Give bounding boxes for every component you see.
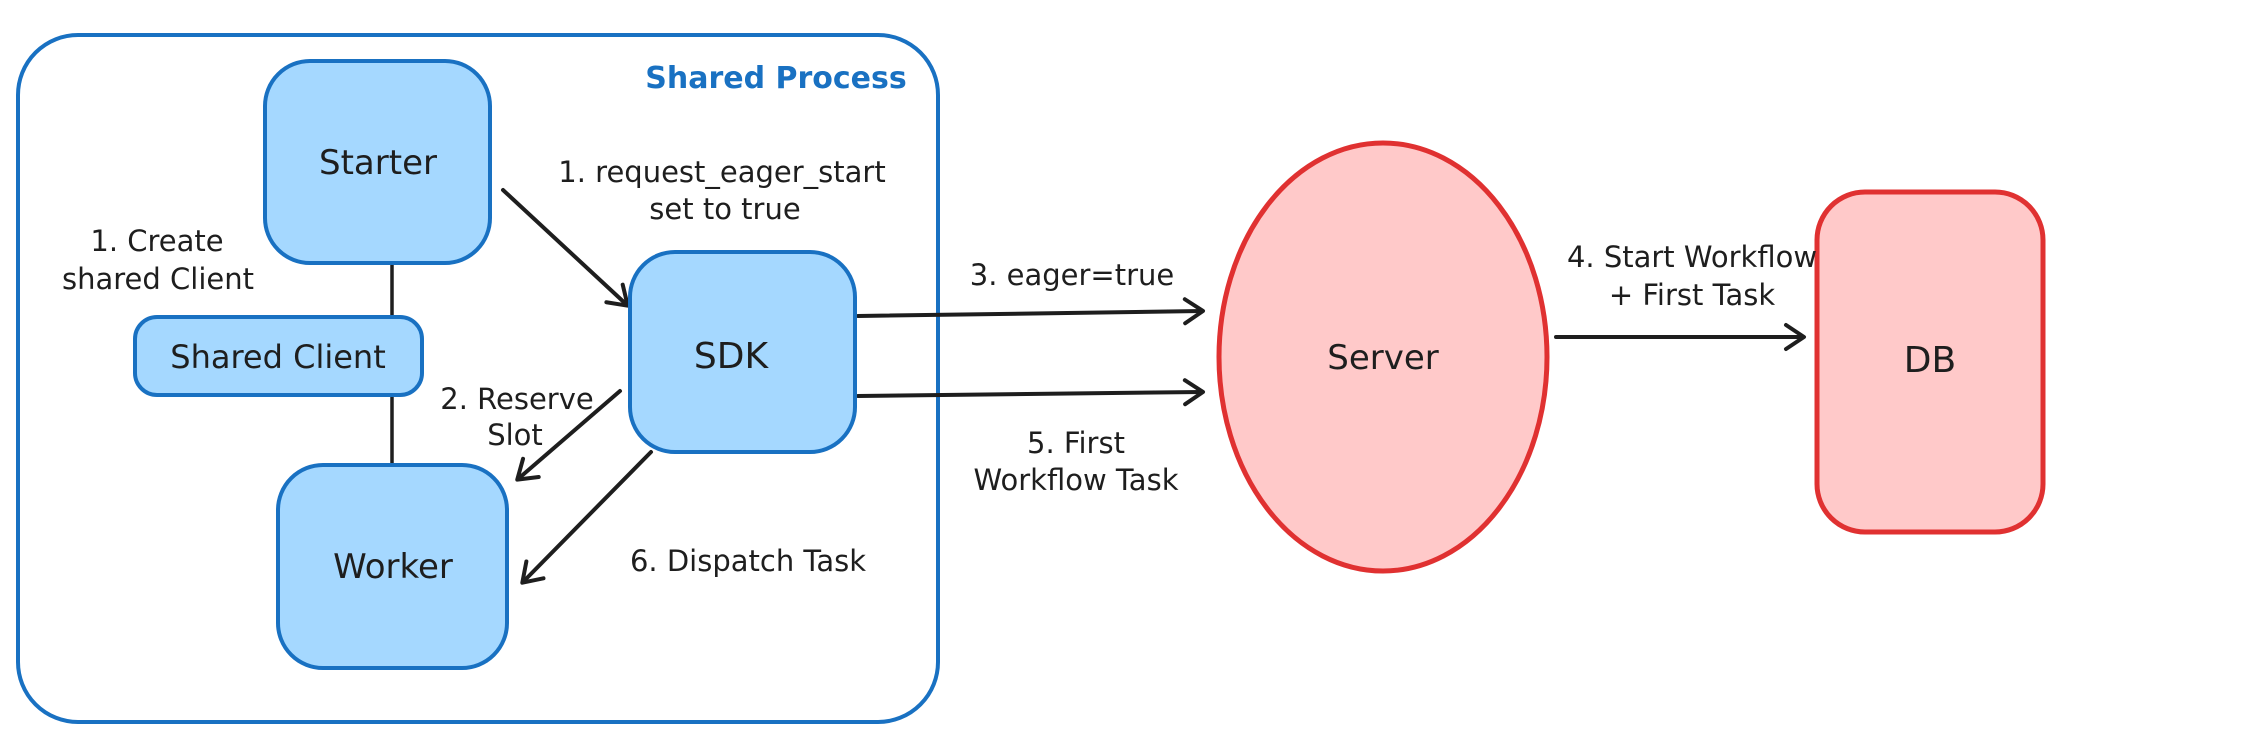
annotation-create-shared-client-line1: 1. Create bbox=[90, 224, 223, 258]
annotation-start-workflow-line2: + First Task bbox=[1609, 278, 1776, 312]
arrow-first-workflow-task bbox=[856, 378, 1205, 407]
node-shared-client: Shared Client bbox=[133, 315, 424, 397]
annotation-first-workflow-task: 5. First Workflow Task bbox=[974, 426, 1179, 497]
annotation-dispatch-task-line1: 6. Dispatch Task bbox=[630, 544, 866, 578]
annotation-request-eager-start: 1. request_eager_start set to true bbox=[558, 155, 885, 226]
annotation-create-shared-client-line2: shared Client bbox=[62, 262, 254, 296]
shared-client-label: Shared Client bbox=[170, 338, 385, 376]
annotation-create-shared-client: 1. Create shared Client bbox=[62, 224, 254, 296]
annotation-first-workflow-task-line2: Workflow Task bbox=[974, 463, 1179, 497]
shared-process-group: Shared Process bbox=[16, 33, 940, 724]
arrow-dispatch-task bbox=[520, 450, 653, 585]
annotation-request-eager-start-line2: set to true bbox=[649, 192, 800, 226]
arrow-eager-true bbox=[856, 297, 1205, 326]
node-server: Server bbox=[1216, 140, 1550, 574]
shared-client-box bbox=[133, 315, 424, 397]
db-box bbox=[1814, 189, 2046, 535]
annotation-first-workflow-task-line1: 5. First bbox=[1027, 426, 1125, 460]
arrow-request-eager-start bbox=[501, 188, 630, 308]
starter-box bbox=[263, 59, 492, 265]
annotation-request-eager-start-line1: 1. request_eager_start bbox=[558, 155, 885, 189]
shared-process-label: Shared Process bbox=[645, 61, 907, 96]
node-starter: Starter bbox=[263, 59, 492, 265]
sdk-label: SDK bbox=[694, 336, 770, 377]
server-label: Server bbox=[1327, 338, 1439, 378]
annotation-reserve-slot: 2. Reserve Slot bbox=[440, 382, 593, 452]
annotation-reserve-slot-line2: Slot bbox=[487, 418, 543, 452]
annotation-start-workflow-line1: 4. Start Workflow bbox=[1567, 240, 1817, 274]
annotation-reserve-slot-line1: 2. Reserve bbox=[440, 382, 593, 416]
annotation-eager-true: 3. eager=true bbox=[970, 258, 1175, 292]
node-db: DB bbox=[1814, 189, 2046, 535]
starter-label: Starter bbox=[319, 143, 437, 183]
node-worker: Worker bbox=[276, 463, 509, 670]
annotation-start-workflow-first-task: 4. Start Workflow + First Task bbox=[1567, 240, 1817, 312]
shared-process-container bbox=[16, 33, 940, 724]
sdk-box bbox=[628, 250, 857, 454]
worker-box bbox=[276, 463, 509, 670]
server-shape bbox=[1216, 140, 1550, 574]
node-sdk: SDK bbox=[628, 250, 857, 454]
annotation-dispatch-task: 6. Dispatch Task bbox=[630, 544, 866, 578]
db-label: DB bbox=[1904, 340, 1956, 381]
worker-label: Worker bbox=[333, 547, 453, 587]
arrow-reserve-slot bbox=[515, 389, 622, 482]
annotation-eager-true-line1: 3. eager=true bbox=[970, 258, 1175, 292]
